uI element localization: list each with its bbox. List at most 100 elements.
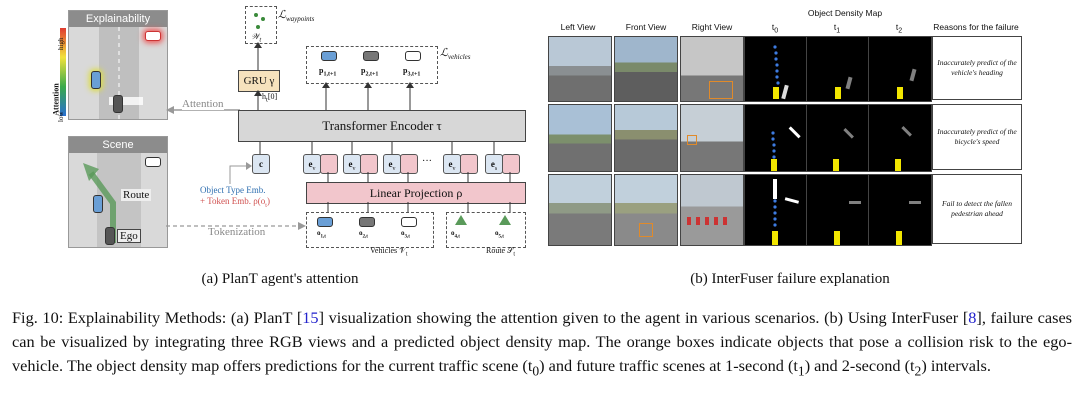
token-ellipsis: ··· — [422, 156, 432, 167]
row2-t1-map — [833, 128, 854, 171]
row1-t2-map — [897, 68, 917, 99]
reason-row2: Inaccurately predict of the bicycle's sp… — [932, 104, 1022, 170]
col-header-t2: t2 — [895, 22, 903, 35]
token-emb-label: + Token Emb. ρ(ot) — [200, 196, 270, 209]
ref-link-15[interactable]: 15 — [302, 308, 319, 327]
col-header-t0: t0 — [771, 22, 779, 35]
row1-front-view — [614, 36, 678, 102]
object-type-emb-label: Object Type Emb. — [200, 185, 266, 195]
route-input-box: o4,t o5,t — [446, 212, 526, 248]
attention-high-label: high — [57, 37, 65, 50]
ego-label: Ego — [117, 229, 141, 243]
row3-t0-map — [772, 179, 800, 245]
loss-waypoints-label: ℒwaypoints — [278, 9, 315, 24]
pred-label-2: p2,t+1 — [361, 66, 379, 78]
proj-token-1 — [320, 154, 338, 174]
pred-label-3: p3,t+1 — [403, 66, 421, 78]
row1-density-t1 — [806, 36, 870, 102]
row1-t1-map — [835, 76, 853, 99]
obj-label-2: o2,t — [359, 229, 368, 240]
row2-t0-map — [771, 126, 801, 171]
route-arrows-icon — [455, 215, 511, 225]
row3-cones — [687, 217, 727, 225]
attention-arrow — [166, 106, 240, 114]
proj-token-4 — [460, 154, 478, 174]
vehicle-3-icon — [401, 217, 417, 227]
car-high-attention-icon — [145, 31, 161, 41]
tokenization-arrow — [166, 222, 306, 230]
row3-t2-map — [896, 201, 921, 245]
row2-density-t2 — [868, 104, 932, 172]
proj-token-3 — [400, 154, 418, 174]
row1-right-view — [680, 36, 744, 102]
scene-car-2-icon — [93, 195, 103, 213]
obj-label-4: o4,t — [451, 229, 460, 240]
vehicle-predictions-box: p1,t+1 p2,t+1 p3,t+1 — [306, 46, 438, 84]
row3-front-view — [614, 174, 678, 246]
emb-token-5: es — [485, 154, 503, 174]
scene-ego-car-icon — [105, 227, 115, 245]
emb-token-1: ev — [303, 154, 321, 174]
reason-row1: Inaccurately predict of the vehicle's he… — [932, 36, 1022, 100]
scene-panel: Scene Route Ego — [68, 136, 168, 248]
figure-caption: Fig. 10: Explainability Methods: (a) Pla… — [12, 308, 1073, 379]
col-header-t1: t1 — [833, 22, 841, 35]
car-medium-attention-icon — [91, 71, 101, 89]
emb-token-3: ev — [383, 154, 401, 174]
subcaption-b: (b) InterFuser failure explanation — [690, 271, 890, 287]
explainability-title: Explainability — [69, 11, 167, 27]
tokenization-label: Tokenization — [208, 226, 266, 238]
row1-t0-map — [773, 45, 789, 100]
vehicles-input-box: o1,t o2,t o3,t — [306, 212, 434, 248]
proj-token-2 — [360, 154, 378, 174]
obj-label-1: o1,t — [317, 229, 326, 240]
proj-token-5 — [502, 154, 520, 174]
row2-risk-box — [687, 135, 697, 145]
subcaption-a: (a) PlanT agent's attention — [201, 271, 359, 287]
cls-token: c — [252, 154, 270, 174]
col-header-reasons: Reasons for the failure — [933, 22, 1019, 32]
col-header-left-view: Left View — [560, 22, 596, 32]
row1-left-view — [548, 36, 612, 102]
plant-attention-figure: Explainability high Attention low Scene … — [0, 0, 540, 262]
cls-arrow — [229, 162, 252, 184]
proj-to-token-arrows — [327, 172, 511, 182]
interfuser-failure-figure: Object Density Map Left View Front View … — [540, 0, 1080, 262]
row2-t2-map — [895, 126, 912, 171]
pred-car-3-icon — [405, 51, 421, 61]
row3-density-t1 — [806, 174, 870, 246]
emb-token-2: ev — [343, 154, 361, 174]
row2-right-view — [680, 104, 744, 172]
row3-left-view — [548, 174, 612, 246]
pred-car-2-icon — [363, 51, 379, 61]
attention-arrow-label: Attention — [182, 98, 224, 110]
scene-title: Scene — [69, 137, 167, 153]
vehicle-2-icon — [359, 217, 375, 227]
ego-car-icon — [113, 95, 123, 113]
col-header-right-view: Right View — [691, 22, 733, 32]
scene-car-icon — [145, 157, 161, 167]
vehicles-set-label: Vehicles 𝒱t — [370, 246, 408, 258]
gru-to-waypoints-arrow — [254, 42, 262, 70]
row2-density-t0 — [744, 104, 808, 172]
row1-density-t2 — [868, 36, 932, 102]
row3-right-view — [680, 174, 744, 246]
transformer-to-pred-arrows — [322, 82, 414, 110]
route-set-label: Route 𝒮t — [486, 246, 515, 258]
h-label: ht[0] — [262, 92, 278, 104]
ref-link-8[interactable]: 8 — [968, 308, 977, 327]
attention-colorbar — [60, 28, 66, 116]
linear-projection-block: Linear Projection ρ — [306, 182, 526, 204]
row3-density-t2 — [868, 174, 932, 246]
row3-risk-box — [639, 223, 653, 237]
row1-density-t0 — [744, 36, 808, 102]
explainability-scene: Explainability — [68, 10, 168, 120]
emb-token-4: ev — [443, 154, 461, 174]
transformer-encoder-block: Transformer Encoder τ — [238, 110, 526, 142]
obj-label-3: o3,t — [401, 229, 410, 240]
waypoints-set-label: 𝒲t — [251, 32, 262, 44]
transformer-to-gru-arrow — [254, 90, 262, 112]
row2-density-t1 — [806, 104, 870, 172]
token-arrows — [259, 142, 495, 154]
density-map-title: Object Density Map — [807, 8, 883, 18]
